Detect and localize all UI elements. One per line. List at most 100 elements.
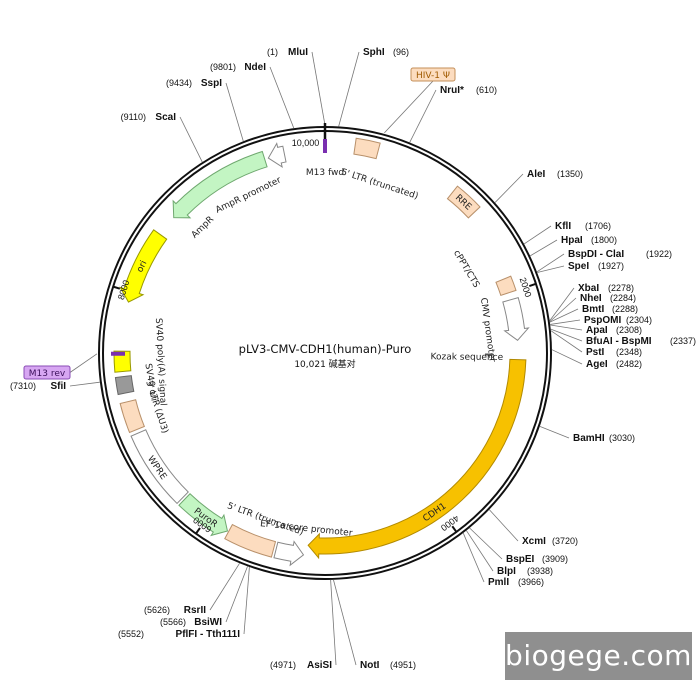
site-name: ApaI	[586, 325, 608, 336]
site-position: (610)	[476, 85, 497, 95]
feature-wpre	[130, 429, 189, 505]
site-name: BsiWI	[194, 617, 222, 628]
feature-label: ori	[135, 259, 149, 274]
restriction-site: AsiSI (4971)	[270, 660, 332, 671]
restriction-site: RsrII (5626)	[144, 605, 206, 616]
site-name: PflFI - Tth111I	[176, 629, 241, 640]
site-position: (1800)	[591, 235, 617, 245]
site-position: (7310)	[10, 381, 36, 391]
restriction-site: SspI(9434)	[166, 78, 222, 89]
site-name: BamHI	[573, 433, 605, 444]
site-name: AsiSI	[307, 660, 332, 671]
feature-ampr-promoter	[267, 142, 287, 168]
site-leader	[550, 330, 583, 353]
tick-mark	[195, 527, 201, 535]
callout-label: HIV-1 Ψ	[416, 71, 450, 81]
restriction-site: BlpI (3938)	[497, 566, 553, 577]
feature-puror	[178, 493, 229, 537]
site-name: NruI*	[440, 85, 464, 96]
site-position: (3909)	[542, 554, 568, 564]
site-leader	[488, 509, 519, 542]
site-position: (2337)	[670, 336, 696, 346]
site-leader	[523, 225, 552, 245]
site-position: (1)	[267, 47, 278, 57]
site-leader	[549, 297, 577, 322]
site-position: (2308)	[616, 325, 642, 335]
restriction-site: XbaI (2278)	[578, 283, 634, 294]
site-position: (2284)	[610, 293, 636, 303]
site-leader	[333, 579, 357, 666]
site-leader	[469, 527, 503, 560]
feature-cdh1	[307, 358, 527, 560]
site-position: (2304)	[626, 315, 652, 325]
feature-sv40-poly-a-signal	[113, 350, 132, 373]
feature-ef-1-core-promoter	[273, 540, 305, 567]
site-name: PspOMI	[584, 315, 621, 326]
site-position: (4971)	[270, 660, 296, 670]
site-position: (5566)	[160, 617, 186, 627]
restriction-site: BmtI(2288)	[582, 304, 638, 315]
site-position: (3966)	[518, 577, 544, 587]
restriction-site: BfuAI - BspMI(2337)	[586, 336, 696, 347]
site-name: AleI	[527, 169, 546, 180]
site-leader	[409, 89, 437, 143]
site-position: (3720)	[552, 536, 578, 546]
site-position: (5626)	[144, 605, 170, 615]
site-name: KflI	[555, 221, 571, 232]
restriction-site: NotI(4951)	[360, 660, 416, 671]
site-position: (2348)	[616, 347, 642, 357]
plasmid-title: pLV3-CMV-CDH1(human)-Puro	[239, 342, 412, 356]
site-name: XcmI	[522, 536, 546, 547]
callout-box	[410, 67, 456, 82]
feature-5-ltr-truncated-	[353, 137, 381, 160]
restriction-site: PmlI(3966)	[488, 577, 544, 588]
callout-box	[23, 365, 71, 380]
site-leader	[551, 349, 583, 365]
site-position: (3938)	[527, 566, 553, 576]
site-name: MluI	[288, 47, 308, 58]
restriction-site: NdeI(9801)	[210, 62, 266, 73]
site-position: (1922)	[646, 249, 672, 259]
site-name: RsrII	[184, 605, 206, 616]
site-leader	[69, 381, 100, 387]
site-name: SfiI	[50, 381, 66, 392]
site-leader	[539, 425, 570, 439]
restriction-site: SpeI(1927)	[568, 261, 624, 272]
site-name: NheI	[580, 293, 602, 304]
restriction-site: ApaI (2308)	[586, 325, 642, 336]
site-leader	[179, 116, 203, 163]
site-name: PstI	[586, 347, 605, 358]
restriction-site: NheI (2284)	[580, 293, 636, 304]
site-name: NotI	[360, 660, 380, 671]
site-position: (5552)	[118, 629, 144, 639]
tick-mark	[451, 525, 458, 533]
feature-sv40-ori	[114, 375, 135, 396]
restriction-site: PflFI - Tth111I (5552)	[118, 629, 240, 640]
site-name: XbaI	[578, 283, 599, 294]
site-name: BlpI	[497, 566, 516, 577]
site-position: (3030)	[609, 433, 635, 443]
feature-ori	[119, 229, 168, 303]
site-position: (1350)	[557, 169, 583, 179]
site-leader	[311, 51, 326, 127]
callout-leader	[69, 353, 98, 373]
restriction-site: NruI* (610)	[440, 85, 497, 96]
site-name: BmtI	[582, 304, 604, 315]
restriction-site: AgeI(2482)	[586, 359, 642, 370]
restriction-site: SfiI (7310)	[10, 381, 66, 392]
restriction-site: ScaI (9110)	[121, 112, 177, 123]
site-leader	[269, 66, 295, 129]
tick-mark	[528, 282, 537, 287]
restriction-site: PspOMI (2304)	[584, 315, 652, 326]
site-position: (2278)	[608, 283, 634, 293]
restriction-site: HpaI(1800)	[561, 235, 617, 246]
site-position: (9110)	[121, 112, 146, 122]
restriction-site: SphI(96)	[363, 47, 409, 58]
feature-label: SV40 poly(A) signal	[153, 318, 168, 406]
site-leader	[209, 563, 240, 611]
callout-leader	[384, 80, 434, 134]
site-name: ScaI	[155, 112, 176, 123]
